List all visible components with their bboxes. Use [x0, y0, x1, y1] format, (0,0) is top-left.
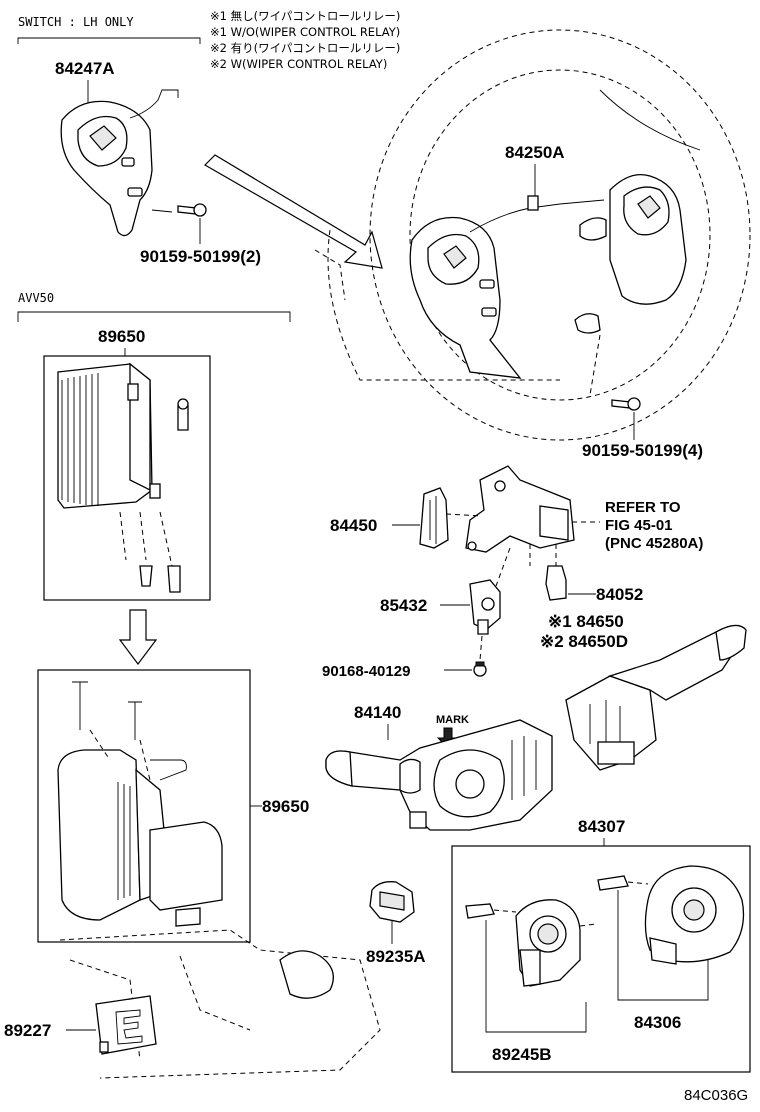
label-90168-40129[interactable]: 90168-40129 [322, 663, 410, 680]
box-89650-top [43, 355, 211, 601]
label-84140[interactable]: 84140 [354, 703, 401, 722]
sensor-85432-drawing [469, 579, 501, 635]
label-pnc-45280A[interactable]: (PNC 45280A) [605, 535, 703, 552]
module-89650-drawing [57, 362, 189, 593]
steering-wheel-drawing [314, 29, 751, 441]
label-89650-top[interactable]: 89650 [98, 327, 145, 346]
label-89235A[interactable]: 89235A [366, 947, 426, 966]
avv50-note: AVV50 [18, 291, 54, 305]
bracket-89245B [485, 920, 587, 1033]
label-84306[interactable]: 84306 [634, 1013, 681, 1032]
label-89227[interactable]: 89227 [4, 1021, 51, 1040]
label-89245B[interactable]: 89245B [492, 1045, 552, 1064]
switch-lh-only-note: SWITCH : LH ONLY [18, 15, 134, 29]
label-90159-50199-2[interactable]: 90159-50199(2) [140, 247, 261, 266]
label-84650D-2[interactable]: ※2 84650D [540, 632, 628, 651]
label-refer-to[interactable]: REFER TO [605, 499, 681, 516]
label-84307[interactable]: 84307 [578, 817, 625, 836]
bracket-84306 [617, 890, 709, 1001]
bracket-89227-drawing [95, 995, 157, 1055]
label-84247A[interactable]: 84247A [55, 59, 115, 78]
base-bracket-drawing [445, 465, 600, 566]
label-fig-45-01[interactable]: FIG 45-01 [605, 517, 673, 534]
combination-switch-84140-drawing [325, 719, 553, 831]
note-line-4: ※2 W(WIPER CONTROL RELAY) [210, 57, 387, 71]
label-84450[interactable]: 84450 [330, 516, 377, 535]
floor-structure [59, 759, 381, 1079]
sensor-89235A-drawing [369, 881, 415, 923]
switch-84247A-drawing [60, 89, 179, 237]
label-84052[interactable]: 84052 [596, 585, 643, 604]
spiral-cable-89245B-drawing [465, 899, 597, 987]
screw-90168-drawing [473, 635, 487, 677]
arrow-down [118, 609, 158, 665]
avv50-bracket [17, 311, 291, 322]
box-84307 [451, 845, 751, 1073]
wiper-switch-84650-drawing [565, 624, 747, 771]
label-85432[interactable]: 85432 [380, 596, 427, 615]
label-84650-1[interactable]: ※1 84650 [548, 612, 624, 631]
note-line-2: ※1 W/O(WIPER CONTROL RELAY) [210, 25, 400, 39]
label-mark: MARK [436, 714, 469, 726]
note-line-3: ※2 有り(ワイパコントロールリレー) [210, 41, 400, 55]
arrow-to-wheel [204, 154, 383, 269]
spiral-cable-84306-drawing [597, 865, 745, 965]
module-89650-installed [57, 681, 223, 927]
screw-90159-4 [611, 397, 641, 411]
label-90159-50199-4[interactable]: 90159-50199(4) [582, 441, 703, 460]
label-84250A[interactable]: 84250A [505, 143, 565, 162]
figure-code: 84C036G [684, 1087, 748, 1104]
switch-bracket [17, 37, 201, 44]
sensor-84052-drawing [545, 565, 567, 601]
screw-90159-2 [177, 203, 207, 217]
label-89650-mid[interactable]: 89650 [262, 797, 309, 816]
bracket-84450-drawing [419, 487, 449, 549]
note-line-1: ※1 無し(ワイパコントロールリレー) [210, 9, 400, 23]
